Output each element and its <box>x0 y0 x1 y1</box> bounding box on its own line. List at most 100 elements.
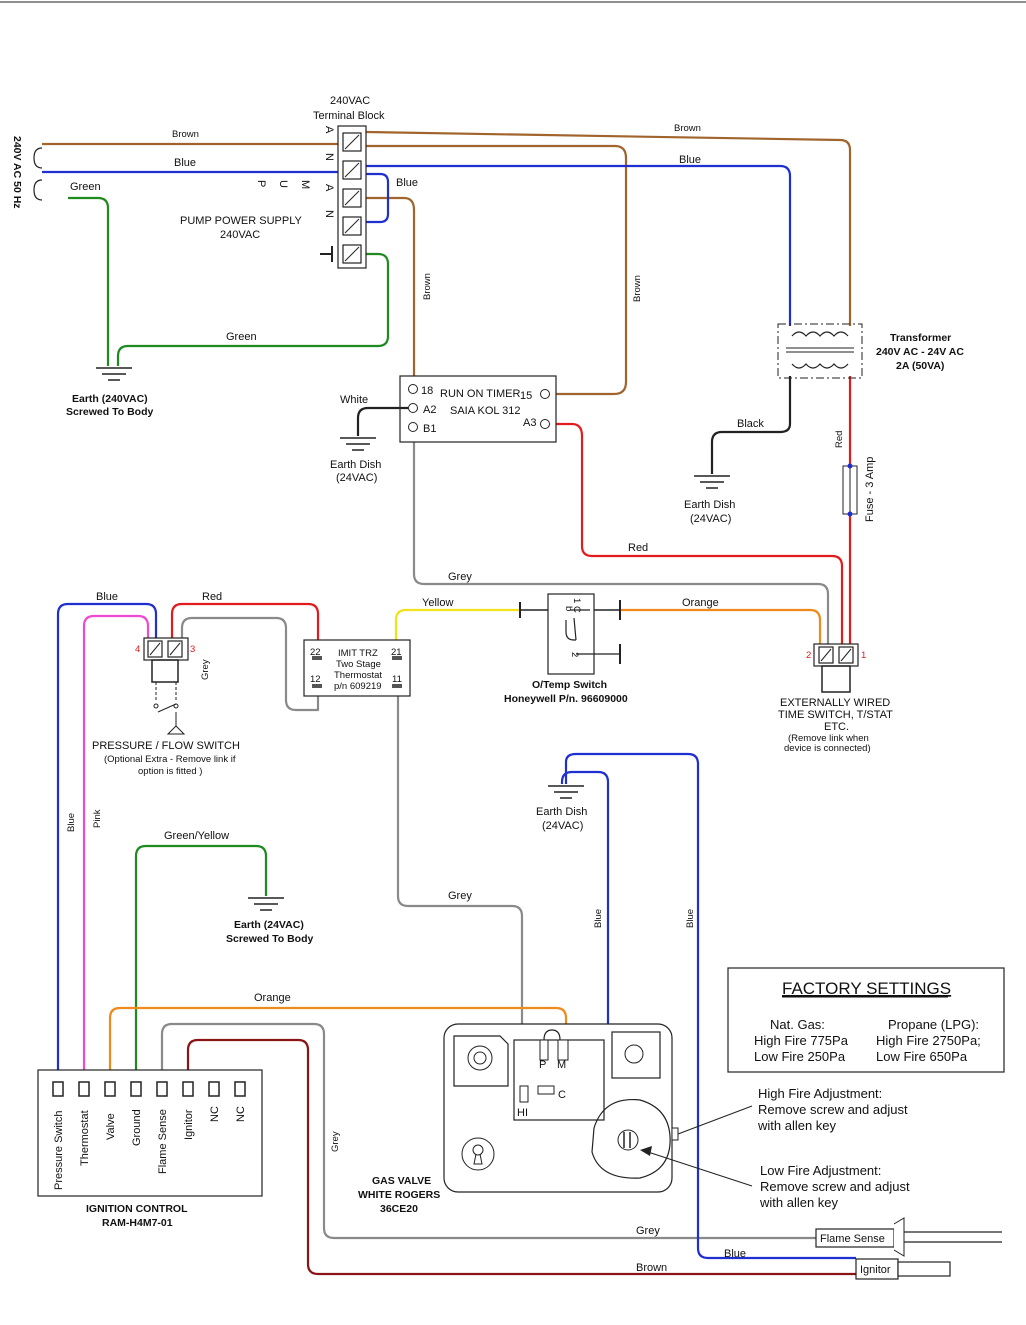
earth-dish-transformer-icon <box>694 475 730 489</box>
earth-240-line1: Earth (240VAC) <box>72 393 148 405</box>
label-green-supply: Green <box>70 181 101 193</box>
gas-valve-line1: GAS VALVE <box>372 1175 431 1187</box>
transformer-coil-top-icon <box>791 331 849 337</box>
tb-letter-a1: A <box>323 126 335 134</box>
thermostat-line2: Two Stage <box>336 659 381 670</box>
wire-grey-flame-sense <box>160 1022 816 1240</box>
run-on-timer <box>399 375 557 443</box>
otemp-tb: b <box>563 606 574 611</box>
ignitor-label: Ignitor <box>860 1264 891 1276</box>
label-green-earth: Green <box>226 331 257 343</box>
tb-letter-a2: A <box>323 184 335 192</box>
thermostat-t11: 11 <box>392 674 402 685</box>
label-green-yellow: Green/Yellow <box>164 830 229 842</box>
thermostat-line3: Thermostat <box>334 670 382 681</box>
wire-blue-to-transformer <box>366 164 792 326</box>
tb-letter-p1: P <box>255 180 267 187</box>
label-grey-flame: Grey <box>330 1131 341 1152</box>
earth-240-line2: Screwed To Body <box>66 406 153 418</box>
pressure-switch-link <box>151 659 179 683</box>
thermostat-line4: p/n 609219 <box>334 681 382 692</box>
label-orange-valve: Orange <box>254 992 291 1004</box>
earth-240-icon <box>96 367 132 381</box>
label-brown-supply: Brown <box>172 129 199 140</box>
otemp-line2: Honeywell P/n. 96609000 <box>504 693 628 705</box>
label-blue-ignitor-vertical: Blue <box>685 909 696 928</box>
earth-dish-timer-line1: Earth Dish <box>330 459 381 471</box>
wire-red-timer-a3 <box>552 422 844 646</box>
tb-letter-m: M <box>299 180 311 189</box>
gas-valve-terminal-c <box>537 1085 555 1095</box>
pump-power-line1: PUMP POWER SUPPLY <box>180 215 303 227</box>
pressure-t3: 3 <box>190 644 195 655</box>
otemp-line1: O/Temp Switch <box>532 679 607 691</box>
supply-label: 240V AC 50 Hz <box>11 136 23 209</box>
wire-yellow-otemp-thermostat <box>394 608 520 640</box>
earth-dish-timer-line2: (24VAC) <box>336 472 377 484</box>
low-fire-line1: Low Fire Adjustment: <box>760 1163 881 1178</box>
ignition-line1: IGNITION CONTROL <box>86 1203 188 1215</box>
ignition-terminal-flame-sense: Flame Sense <box>157 1109 169 1174</box>
label-brown-transformer: Brown <box>674 123 701 134</box>
otemp-t2: 2 <box>569 652 580 657</box>
ignition-control <box>37 1069 263 1197</box>
timer-label-15: 15 <box>520 390 532 402</box>
ext-switch-line5: device is connected) <box>784 743 871 754</box>
earth-dish-valve-icon <box>548 785 584 799</box>
ext-switch-t2: 2 <box>806 650 811 661</box>
wire-brown-to-timer-15 <box>366 144 628 396</box>
wire-orange-valve <box>108 1006 568 1082</box>
gas-valve <box>443 1023 673 1193</box>
gas-valve-line2: WHITE ROGERS <box>358 1189 440 1201</box>
timer-terminal-a2 <box>408 403 418 413</box>
wire-grey-pressure-thermostat <box>180 616 320 712</box>
ignition-terminal-squares <box>52 1081 246 1097</box>
terminal-block-letters: A N P U M A N <box>255 126 335 218</box>
timer-label-b1: B1 <box>423 423 436 435</box>
ignition-terminal-valve: Valve <box>105 1113 117 1140</box>
transformer <box>777 323 863 379</box>
pressure-line1: PRESSURE / FLOW SWITCH <box>92 740 240 752</box>
thermostat-t21: 21 <box>391 647 402 658</box>
chassis-earth-icon <box>320 246 333 262</box>
label-grey-b1: Grey <box>448 571 472 583</box>
fuse-label: Fuse - 3 Amp <box>864 457 876 522</box>
ignition-terminal-thermostat: Thermostat <box>79 1110 91 1166</box>
label-pink: Pink <box>92 809 103 828</box>
wire-red-thermostat-pressure <box>170 602 320 640</box>
timer-label-18: 18 <box>421 385 433 397</box>
gas-valve-right-port-icon <box>611 1031 661 1079</box>
pressure-line2: (Optional Extra - Remove link if <box>104 754 236 765</box>
label-brown-timer18: Brown <box>422 273 433 300</box>
timer-line1: RUN ON TIMER <box>440 388 521 400</box>
label-blue-pressure: Blue <box>96 591 118 603</box>
high-fire-line2: Remove screw and adjust <box>758 1102 908 1117</box>
wire-green-yellow-ground <box>134 844 268 1082</box>
ext-switch-line4: (Remove link when <box>788 733 869 744</box>
earth-24-body-icon <box>248 897 284 911</box>
wire-brown-ignitor <box>186 1038 856 1276</box>
label-yellow: Yellow <box>422 597 453 609</box>
timer-label-a2: A2 <box>423 404 436 416</box>
factory-nat-title: Nat. Gas: <box>770 1017 825 1032</box>
gas-valve-label-m: M <box>557 1059 566 1071</box>
ext-switch-t1: 1 <box>861 650 866 661</box>
ext-switch-link <box>821 665 851 693</box>
label-blue-pump: Blue <box>396 177 418 189</box>
gas-valve-line3: 36CE20 <box>380 1203 418 1215</box>
wire-grey-timer-b1 <box>412 432 830 646</box>
timer-line2: SAIA KOL 312 <box>450 405 521 417</box>
terminal-block-title-line1: 240VAC <box>330 95 370 107</box>
earth-dish-valve-line2: (24VAC) <box>542 820 583 832</box>
pump-power-line2: 240VAC <box>220 229 260 241</box>
label-grey-pressure: Grey <box>200 659 211 680</box>
earth-dish-transformer-line2: (24VAC) <box>690 513 731 525</box>
label-blue-probe: Blue <box>724 1248 746 1260</box>
label-blue-valve: Blue <box>593 909 604 928</box>
factory-title: FACTORY SETTINGS <box>782 979 951 998</box>
low-fire-line2: Remove screw and adjust <box>760 1179 910 1194</box>
label-red-a3: Red <box>628 542 648 554</box>
earth-24-body-line2: Screwed To Body <box>226 933 313 945</box>
label-black: Black <box>737 418 764 430</box>
wire-orange-ext-otemp <box>620 608 822 646</box>
